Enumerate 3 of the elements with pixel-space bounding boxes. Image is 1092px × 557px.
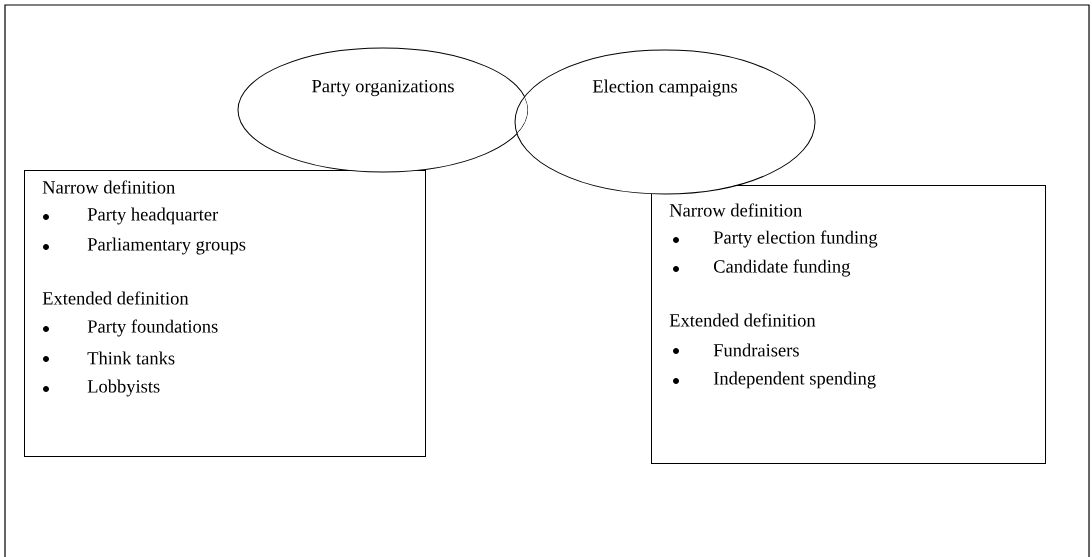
- text-box: Narrow definition Party election funding Candidate funding Extended definition Fundraisers Independent spending: [651, 185, 1046, 464]
- text-box: Narrow definition Party headquarter Parliamentary groups Extended definition Party foundations Think tanks Lobbyists: [24, 170, 426, 457]
- node-label: Election campaigns: [592, 79, 738, 97]
